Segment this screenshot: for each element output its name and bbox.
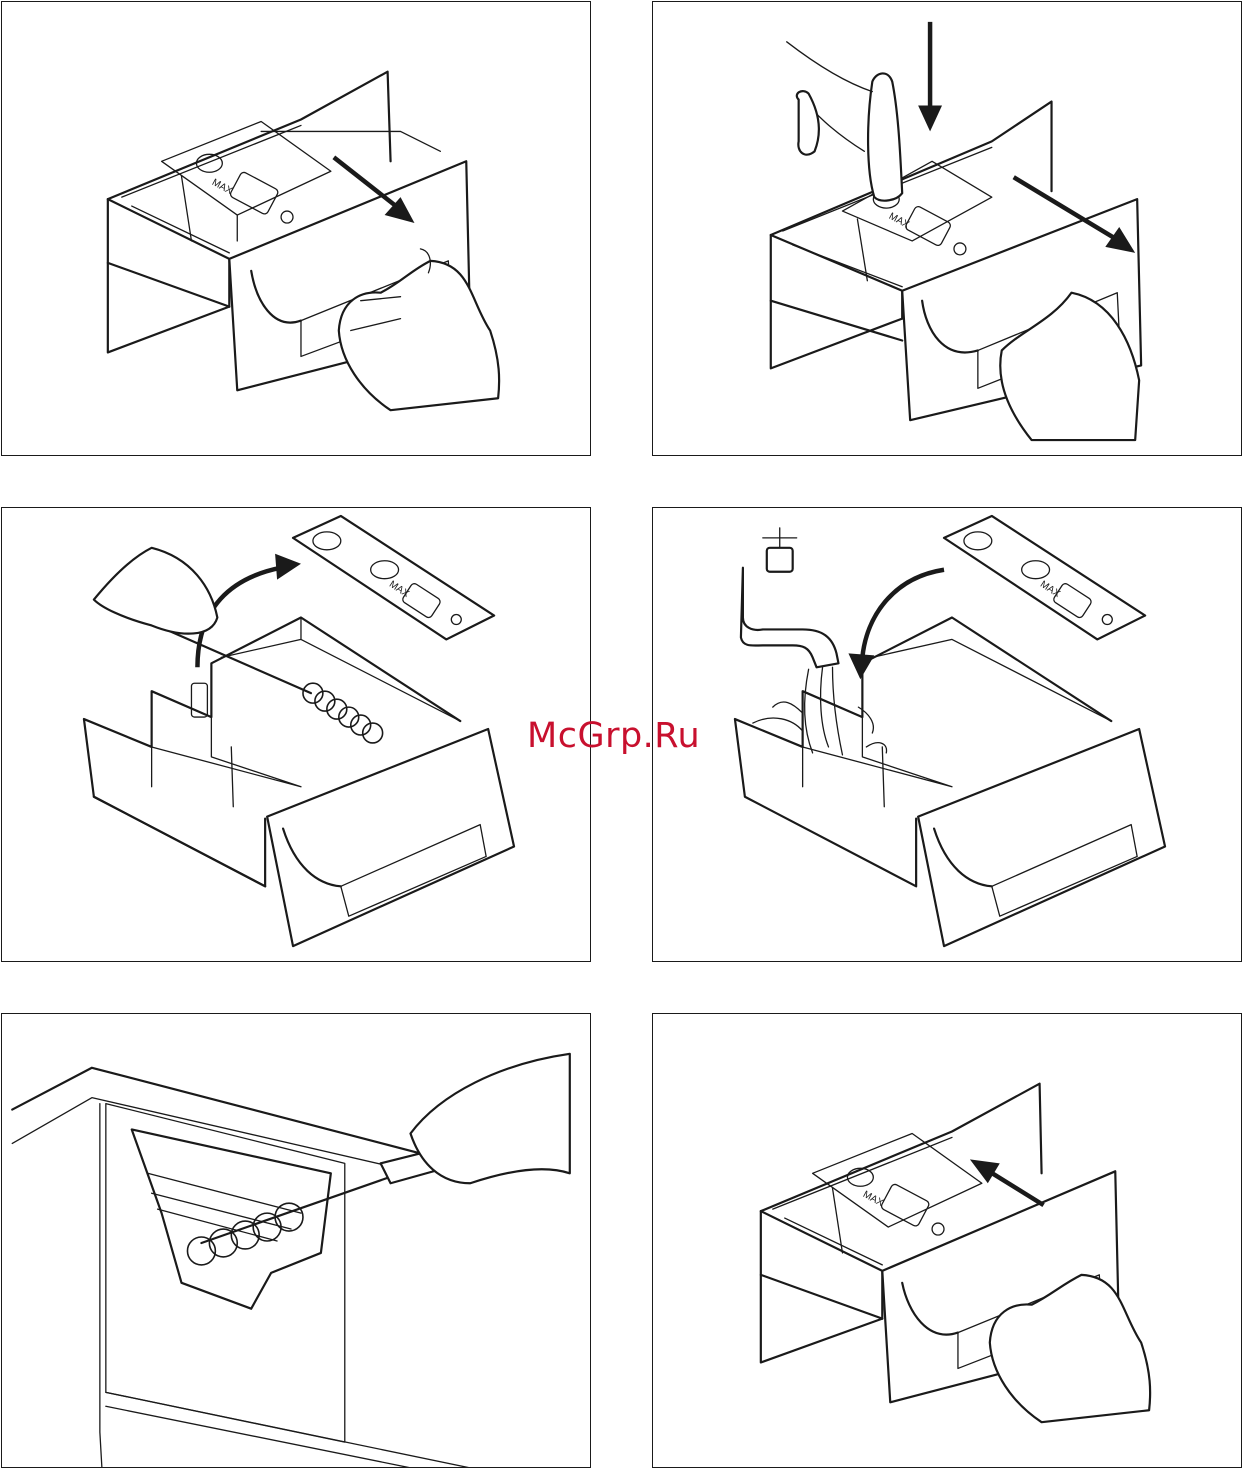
flower-icon <box>932 1223 944 1235</box>
recess-brush-illustration <box>2 1014 590 1467</box>
drawer-front <box>918 729 1165 946</box>
hand-icon <box>94 548 217 634</box>
arrow-in-icon <box>986 1169 1044 1205</box>
press-release-illustration: MAX <box>653 2 1241 455</box>
flower-icon <box>954 243 966 255</box>
panel-push-drawer-back: MAX <box>652 1013 1242 1468</box>
panel-remove-insert-and-brush: MAX <box>1 507 591 962</box>
drawer-pull-illustration: MAX <box>2 2 590 455</box>
watermark-text: McGrp.Ru <box>527 716 727 756</box>
push-drawer-illustration: MAX <box>653 1014 1241 1467</box>
insert-icon <box>293 516 494 639</box>
panel-press-release-and-pull: MAX <box>652 1 1242 456</box>
hand-icon <box>410 1054 569 1183</box>
rinse-tap-illustration: MAX <box>653 508 1241 961</box>
water-icon <box>753 667 887 755</box>
flower-icon <box>281 211 293 223</box>
finger-icon <box>868 73 902 200</box>
insert-icon <box>944 516 1145 639</box>
panel-clean-drawer-recess <box>1 1013 591 1468</box>
arrow-out-icon <box>334 157 399 208</box>
panel-rinse-under-tap: MAX <box>652 507 1242 962</box>
panel-pull-out-drawer: MAX <box>1 1 591 456</box>
insert-brush-illustration: MAX <box>2 508 590 961</box>
drawer-front <box>267 729 514 946</box>
tap-icon <box>741 528 839 667</box>
